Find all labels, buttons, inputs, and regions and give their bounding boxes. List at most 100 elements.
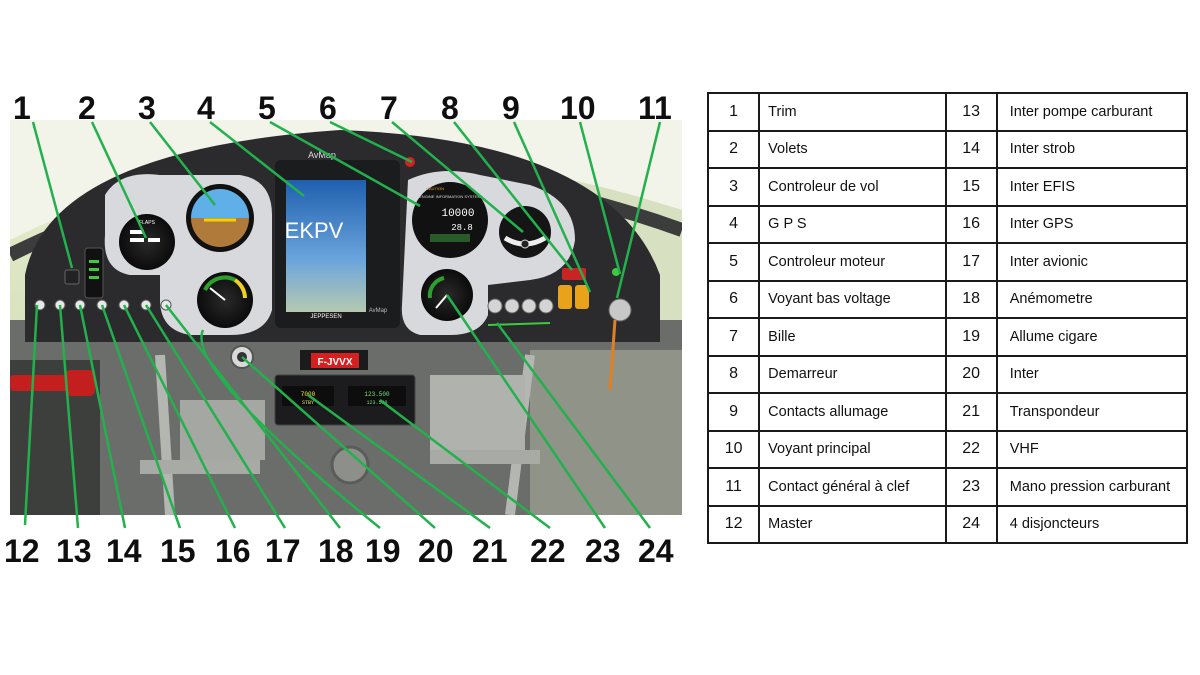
legend-label: Allume cigare — [995, 317, 1189, 357]
legend-label: Controleur moteur — [758, 242, 947, 282]
legend-label: Voyant principal — [758, 429, 947, 469]
callout-number-4: 4 — [197, 90, 215, 126]
legend-number: 7 — [706, 317, 761, 357]
legend-label: VHF — [995, 429, 1189, 469]
vhf-standby: 123.500 — [366, 400, 387, 406]
legend-number: 4 — [706, 204, 761, 244]
callout-number-9: 9 — [502, 90, 520, 126]
legend-label: G P S — [758, 204, 947, 244]
efis-side-brand: AvMap — [369, 308, 388, 314]
legend-label: Inter pompe carburant — [995, 92, 1189, 132]
legend-number: 17 — [944, 242, 998, 282]
callout-number-19: 19 — [365, 533, 401, 569]
callout-number-8: 8 — [441, 90, 459, 126]
callout-number-1: 1 — [13, 90, 31, 126]
engine-monitor-title: ENGINE INFORMATION SYSTEM — [419, 194, 481, 199]
callout-number-24: 24 — [638, 533, 674, 569]
legend-label: Mano pression carburant — [995, 467, 1189, 507]
callout-number-5: 5 — [258, 90, 276, 126]
engine-value: 28.8 — [451, 223, 473, 233]
efis-screen-text: EKPV — [285, 218, 344, 243]
legend-label: Trim — [758, 92, 947, 132]
callout-number-10: 10 — [560, 90, 596, 126]
legend-label: Contact général à clef — [758, 467, 947, 507]
legend-number: 23 — [944, 467, 998, 507]
legend-label: Inter EFIS — [995, 167, 1189, 207]
callout-number-21: 21 — [472, 533, 508, 569]
legend-number: 8 — [706, 354, 761, 394]
legend-label: Inter strob — [995, 129, 1189, 169]
callout-number-18: 18 — [318, 533, 354, 569]
callout-number-13: 13 — [56, 533, 92, 569]
legend-label: Contacts allumage — [758, 392, 947, 432]
legend-label: Inter — [995, 354, 1189, 394]
legend-label: Inter GPS — [995, 204, 1189, 244]
callout-number-22: 22 — [530, 533, 566, 569]
legend-number: 5 — [706, 242, 761, 282]
legend-number: 6 — [706, 279, 761, 319]
callout-number-6: 6 — [319, 90, 337, 126]
legend-label: Voyant bas voltage — [758, 279, 947, 319]
legend-number: 20 — [944, 354, 998, 394]
legend-number: 1 — [706, 92, 761, 132]
callout-number-11: 11 — [638, 90, 672, 126]
legend-number: 21 — [944, 392, 998, 432]
efis-brand: AvMap — [308, 150, 336, 160]
efis-jeppesen: JEPPESEN — [310, 314, 341, 320]
legend-label: Bille — [758, 317, 947, 357]
legend-number: 18 — [944, 279, 998, 319]
cockpit-panel-photo: FLAPS AvMap EKPV JEPPESEN AvMap ENGINE I… — [10, 120, 682, 515]
xpdr-code: 7000 — [301, 391, 316, 398]
registration-label: F-JVVX — [317, 357, 352, 368]
legend-label: 4 disjoncteurs — [995, 504, 1189, 544]
callout-number-14: 14 — [106, 533, 142, 569]
engine-caution-tag: CAUTION — [426, 186, 444, 191]
legend-number: 3 — [706, 167, 761, 207]
xpdr-mode: STBY — [302, 400, 314, 406]
callout-number-12: 12 — [4, 533, 40, 569]
callout-number-20: 20 — [418, 533, 454, 569]
legend-number: 22 — [944, 429, 998, 469]
callout-number-2: 2 — [78, 90, 96, 126]
legend-number: 11 — [706, 467, 761, 507]
legend-label: Inter avionic — [995, 242, 1189, 282]
legend-number: 19 — [944, 317, 998, 357]
legend-number: 15 — [944, 167, 998, 207]
legend-number: 10 — [706, 429, 761, 469]
legend-number: 2 — [706, 129, 761, 169]
legend-label: Demarreur — [758, 354, 947, 394]
legend-label: Transpondeur — [995, 392, 1189, 432]
legend-label: Anémometre — [995, 279, 1189, 319]
legend-number: 12 — [706, 504, 761, 544]
legend-label: Controleur de vol — [758, 167, 947, 207]
callout-number-15: 15 — [160, 533, 196, 569]
legend-number: 24 — [944, 504, 998, 544]
legend-number: 14 — [944, 129, 998, 169]
vhf-active: 123.500 — [364, 391, 390, 398]
legend-number: 9 — [706, 392, 761, 432]
callout-number-23: 23 — [585, 533, 621, 569]
legend-number: 16 — [944, 204, 998, 244]
engine-rpm: 10000 — [441, 208, 474, 220]
callout-number-16: 16 — [215, 533, 251, 569]
legend-label: Volets — [758, 129, 947, 169]
callout-number-17: 17 — [265, 533, 301, 569]
flaps-label: FLAPS — [139, 220, 156, 226]
legend-number: 13 — [944, 92, 998, 132]
callout-number-3: 3 — [138, 90, 156, 126]
legend-label: Master — [758, 504, 947, 544]
